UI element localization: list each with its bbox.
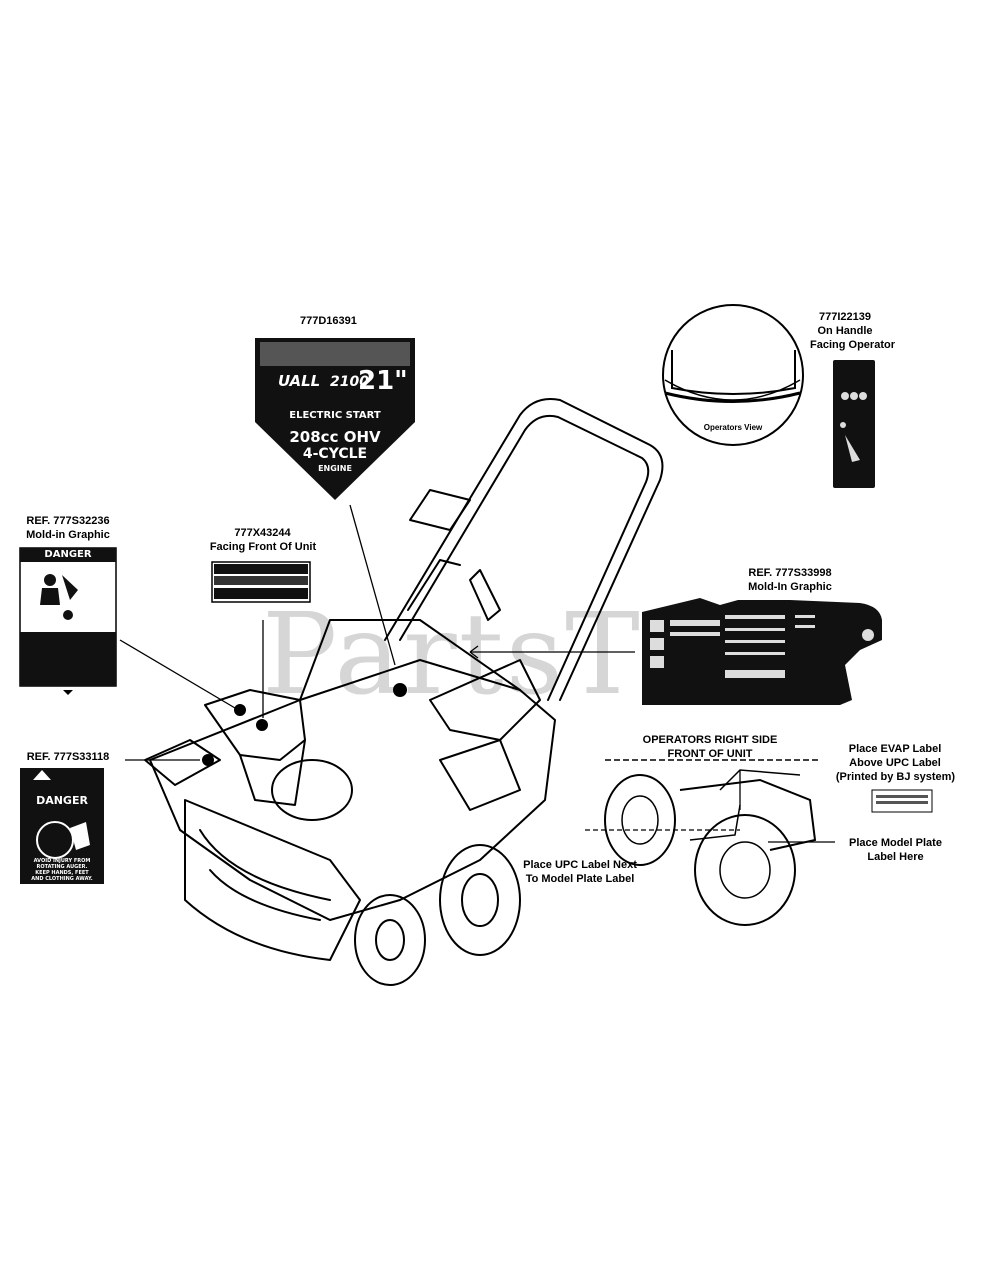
bottom-left-danger-heading: DANGER	[36, 794, 88, 807]
upc-caption-1: Place UPC Label Next	[523, 859, 637, 871]
auger-housing	[184, 799, 361, 961]
right-mold-caption: Mold-In Graphic	[748, 581, 832, 593]
decal-engine-3: ENGINE	[318, 464, 352, 473]
handle-inset-circle	[662, 304, 804, 446]
engine-cover	[439, 739, 521, 811]
bottom-left-ref-number: REF. 777S33118	[26, 751, 110, 763]
evap-caption-1: Place EVAP Label	[848, 743, 942, 755]
handle-grip-right	[469, 569, 501, 621]
bottom-left-warn-3: KEEP HANDS, FEET	[35, 870, 89, 876]
handle-part-number: 777I22139	[819, 311, 871, 323]
handle-grip-left	[409, 489, 471, 531]
handle-decal	[833, 360, 875, 488]
chute	[204, 689, 306, 761]
right-ref-number: REF. 777S33998	[748, 567, 832, 579]
decal-size: 21"	[358, 366, 408, 396]
model-plate-caption-1: Place Model Plate	[849, 837, 942, 849]
decal-engine-2: 4-CYCLE	[302, 446, 368, 462]
danger-decal-bottom-left	[20, 768, 104, 884]
handle-caption-2: Facing Operator	[810, 339, 895, 351]
control-panel	[429, 659, 541, 741]
side-view-title-1: OPERATORS RIGHT SIDE	[642, 734, 778, 746]
operators-view-caption: Operators View	[703, 423, 763, 432]
chute-base	[271, 759, 353, 821]
evap-caption-3: (Printed by BJ system)	[835, 771, 956, 783]
scraper-bar	[144, 739, 221, 786]
side-wheel-rear	[694, 814, 796, 926]
model-decal	[255, 338, 415, 500]
bottom-left-warn-2: ROTATING AUGER.	[36, 864, 88, 870]
wheel-right	[439, 844, 521, 956]
decal-model: 2100	[330, 374, 369, 390]
bottom-left-warn-1: AVOID INJURY FROM	[33, 858, 91, 864]
side-view-title-2: FRONT OF UNIT	[667, 748, 753, 760]
upc-caption-2: To Model Plate Label	[525, 873, 635, 885]
model-plate-caption-2: Label Here	[867, 851, 924, 863]
evap-caption-2: Above UPC Label	[849, 757, 941, 769]
leader-left-ref	[119, 639, 236, 709]
mold-in-graphic-right	[642, 598, 882, 705]
handle-caption-1: On Handle	[817, 325, 873, 337]
decal-start: ELECTRIC START	[289, 410, 381, 421]
housing	[149, 659, 556, 921]
bottom-left-warn-4: AND CLOTHING AWAY.	[31, 876, 93, 882]
top-decal-part-number: 777D16391	[300, 315, 357, 327]
leader-top-decal	[349, 504, 396, 666]
side-wheel-front	[604, 774, 676, 866]
left-danger-heading: DANGER	[44, 549, 92, 560]
wheel-left	[354, 894, 426, 986]
front-caption: Facing Front Of Unit	[209, 541, 317, 553]
front-part-number: 777X43244	[234, 527, 291, 539]
handle-outline	[384, 398, 664, 701]
left-mold-caption: Mold-in Graphic	[26, 529, 110, 541]
decal-brand: UALL	[278, 372, 321, 390]
left-ref-number: REF. 777S32236	[26, 515, 110, 527]
decal-engine-1: 208cc OHV	[289, 428, 381, 446]
